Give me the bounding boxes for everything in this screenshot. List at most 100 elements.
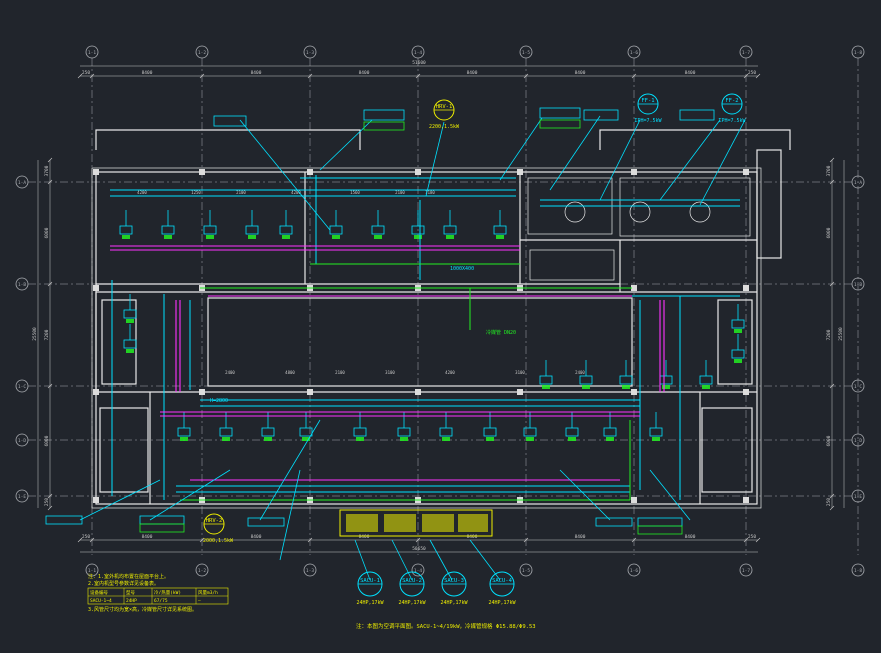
column bbox=[743, 389, 749, 395]
condensate-pipes bbox=[180, 263, 632, 501]
axis-bubble-col: 1-8 bbox=[851, 563, 865, 577]
ff-2-sub: ΣPH=7.5kW bbox=[718, 118, 746, 124]
axis-label: 1-A bbox=[18, 180, 26, 186]
sacu-1-sub: 24HP,17kW bbox=[356, 600, 384, 606]
axis-bubble-row: 1-B bbox=[15, 277, 29, 291]
sacu-2-id: SACU-2 bbox=[402, 578, 422, 584]
legend-h3: 冷/热量(kW) bbox=[154, 589, 181, 596]
axis-bubble-col: 1-4 bbox=[411, 563, 425, 577]
column bbox=[93, 497, 99, 503]
dim-value: 8400 bbox=[359, 70, 370, 76]
axis-bubble-row: 1-A bbox=[15, 175, 29, 189]
ductwork bbox=[110, 175, 740, 500]
dim-value: 8400 bbox=[685, 534, 696, 540]
dim-value: 6000 bbox=[826, 227, 832, 238]
column bbox=[199, 389, 205, 395]
indoor-unit bbox=[203, 210, 217, 239]
indoor-unit bbox=[699, 360, 713, 389]
room-dim: 4200 bbox=[137, 190, 147, 195]
legend-r2: 24HP bbox=[126, 598, 137, 604]
column bbox=[415, 169, 421, 175]
dim-value: 8400 bbox=[575, 534, 586, 540]
axis-bubble-col: 1-4 bbox=[411, 45, 425, 59]
dim-overall: 50650 bbox=[412, 546, 426, 552]
ff-1-sub: ΣPH=7.5kW bbox=[634, 118, 662, 124]
axis-bubble-row: 1-C bbox=[15, 379, 29, 393]
axis-label: 1-5 bbox=[522, 568, 530, 574]
axis-label: 1-2 bbox=[198, 50, 206, 56]
indoor-unit bbox=[397, 412, 411, 441]
elevation-label: H=2800 bbox=[210, 398, 228, 404]
indoor-unit bbox=[353, 412, 367, 441]
dim-value: 250 bbox=[748, 70, 756, 76]
indoor-unit bbox=[219, 412, 233, 441]
indoor-unit bbox=[579, 360, 593, 389]
room-dim: 4800 bbox=[285, 370, 295, 375]
room-dim: 1250 bbox=[191, 190, 201, 195]
axis-bubble-row: 1-A bbox=[851, 175, 865, 189]
column bbox=[631, 497, 637, 503]
legend: 注：1.室外机均布置在屋面平台上。 2.室内机型号参数详见设备表。 设备编号 型… bbox=[87, 573, 229, 613]
dim-value: 6000 bbox=[44, 435, 50, 446]
ff-2-id: FF-2 bbox=[725, 98, 738, 104]
indoor-unit bbox=[523, 412, 537, 441]
bottom-note: 注：本图为空调平面图。SACU-1~4/19kW，冷媒管规格 Φ15.88/Φ9… bbox=[356, 622, 536, 630]
sacu-2-sub: 24HP,17kW bbox=[398, 600, 426, 606]
ff-2-tag: FF-2 ΣPH=7.5kW bbox=[718, 93, 747, 124]
supply-pipes bbox=[110, 245, 665, 481]
legend-h4: 风量m3/h bbox=[198, 589, 218, 596]
indoor-unit bbox=[483, 412, 497, 441]
sacu-1-tag: SACU-1 24HP,17kW bbox=[356, 571, 385, 606]
dim-value: 8400 bbox=[467, 70, 478, 76]
legend-h1: 设备编号 bbox=[90, 589, 108, 596]
column bbox=[631, 285, 637, 291]
room-dim: 2400 bbox=[225, 370, 235, 375]
axis-label: 1-2 bbox=[198, 568, 206, 574]
axis-bubble-col: 1-3 bbox=[303, 45, 317, 59]
axis-label: 1-5 bbox=[522, 50, 530, 56]
hrv-2-sub: 2000,1.5kW bbox=[203, 538, 234, 544]
axis-bubble-col: 1-5 bbox=[519, 45, 533, 59]
dim-value: 8400 bbox=[467, 534, 478, 540]
dim-value: 8400 bbox=[575, 70, 586, 76]
axis-label: 1-3 bbox=[306, 50, 314, 56]
dim-overall: 25500 bbox=[32, 327, 38, 341]
dim-value: 250 bbox=[748, 534, 756, 540]
dim-value: 8400 bbox=[251, 70, 262, 76]
column bbox=[631, 169, 637, 175]
axis-label: 1-C bbox=[854, 384, 862, 390]
dim-value: 7200 bbox=[826, 329, 832, 340]
sacu-3-sub: 24HP,17kW bbox=[440, 600, 468, 606]
sacu-2-tag: SACU-2 24HP,17kW bbox=[398, 571, 427, 606]
legend-line-1: 注：1.室外机均布置在屋面平台上。 bbox=[88, 573, 169, 580]
condenser-row bbox=[339, 509, 493, 537]
axis-bubble-col: 1-2 bbox=[195, 45, 209, 59]
column bbox=[517, 389, 523, 395]
hrv-1-sub: 2200,1.5kW bbox=[429, 124, 460, 130]
column bbox=[93, 285, 99, 291]
duct-main-label: 1000X400 bbox=[450, 266, 474, 272]
sacu-3-id: SACU-3 bbox=[444, 578, 464, 584]
column bbox=[743, 497, 749, 503]
dim-overall: 25500 bbox=[838, 327, 844, 341]
sacu-4-tag: SACU-4 24HP,17kW bbox=[488, 571, 517, 606]
sacu-4-id: SACU-4 bbox=[492, 578, 513, 584]
indoor-unit bbox=[279, 210, 293, 239]
room-dim: 4200 bbox=[445, 370, 455, 375]
axis-bubble-row: 1-E bbox=[851, 489, 865, 503]
axis-bubble-col: 1-1 bbox=[85, 563, 99, 577]
indoor-unit bbox=[439, 412, 453, 441]
room-dim: 4200 bbox=[291, 190, 301, 195]
axis-label: 1-D bbox=[18, 438, 26, 444]
indoor-unit bbox=[161, 210, 175, 239]
axis-bubble-col: 1-6 bbox=[627, 563, 641, 577]
indoor-unit bbox=[119, 210, 133, 239]
leader-lines bbox=[79, 115, 746, 581]
legend-r1: SACU-1~4 bbox=[90, 598, 112, 604]
indoor-unit bbox=[245, 210, 259, 239]
sacu-3-tag: SACU-3 24HP,17kW bbox=[440, 571, 469, 606]
dim-value: 3700 bbox=[826, 165, 832, 176]
axis-label: 1-7 bbox=[742, 568, 750, 574]
